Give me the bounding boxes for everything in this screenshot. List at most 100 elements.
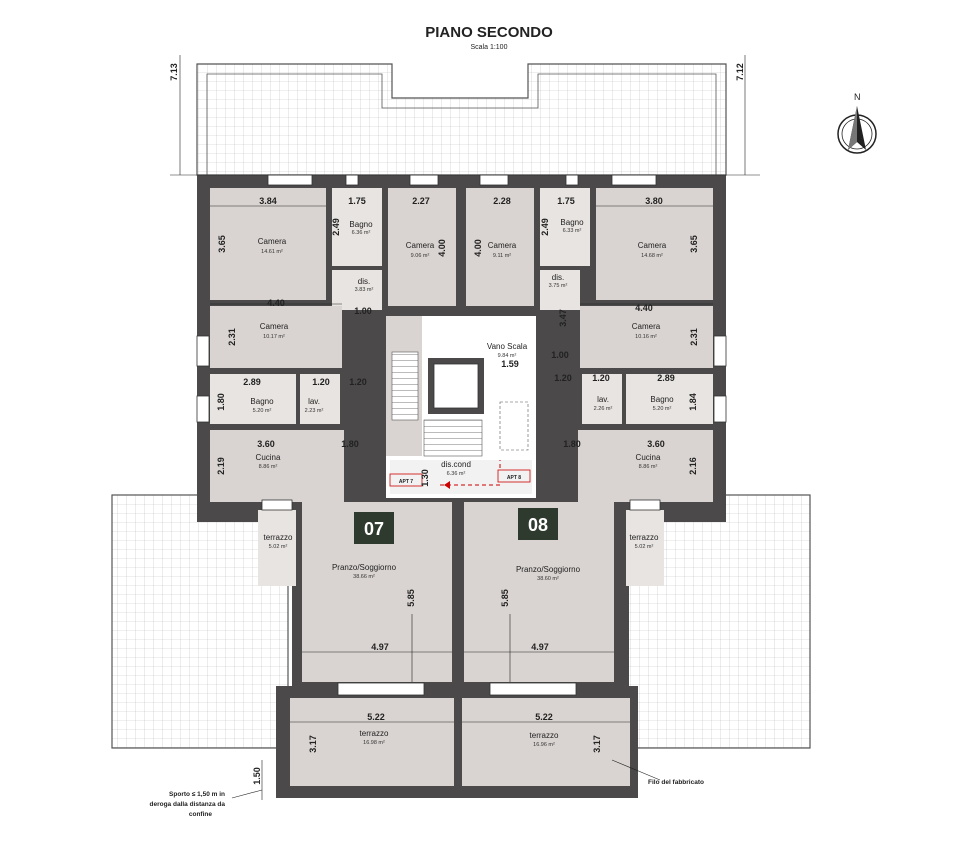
room-pranzo-l: Pranzo/Soggiorno	[332, 563, 397, 572]
room-terrazzo-bl-area: 16.98 m²	[363, 740, 385, 746]
room-bagno-tr-area: 6.33 m²	[563, 228, 582, 234]
roof-top	[196, 63, 727, 176]
dim-1-80a: 1.80	[341, 439, 359, 449]
room-bagno-tl-area: 6.36 m²	[352, 230, 371, 236]
room-camera-tl-area: 14.61 m²	[261, 249, 283, 255]
apt7-number: 07	[364, 519, 384, 539]
room-vano-scala: Vano Scala	[487, 342, 528, 351]
apt8-label: APT 8	[507, 475, 521, 481]
room-cucina-r-area: 8.86 m²	[639, 464, 658, 470]
room-cucina-r: Cucina	[636, 453, 661, 462]
dim-3-65b: 3.65	[689, 235, 699, 253]
dim-4-40b: 4.40	[635, 303, 653, 313]
room-labels: Camera 14.61 m² Bagno 6.36 m² Camera 9.0…	[250, 218, 674, 748]
dim-1-20a: 1.20	[312, 377, 330, 387]
room-camera-tc2: Camera	[488, 241, 517, 250]
dim-1-20b: 1.20	[349, 377, 367, 387]
dimension-lines	[170, 55, 760, 800]
dim-2-16: 2.16	[688, 457, 698, 475]
room-dis-l-area: 3.83 m²	[355, 287, 374, 293]
dim-1-75b: 1.75	[557, 196, 575, 206]
room-pranzo-r: Pranzo/Soggiorno	[516, 565, 581, 574]
room-dis-cond-area: 6.36 m²	[447, 471, 466, 477]
room-cucina-l: Cucina	[256, 453, 281, 462]
note-filo: Filo del fabbricato	[648, 779, 704, 786]
room-terrazzo-r-area: 5.02 m²	[635, 544, 654, 550]
room-pranzo-r-area: 38.60 m²	[537, 576, 559, 582]
dim-3-47: 3.47	[558, 309, 568, 327]
stair-core	[386, 316, 536, 498]
room-camera-tr: Camera	[638, 241, 667, 250]
room-camera-ml-area: 10.17 m²	[263, 334, 285, 340]
apt7-label: APT 7	[399, 479, 413, 485]
dim-1-30: 1.30	[420, 469, 430, 487]
dim-1-59: 1.59	[501, 359, 519, 369]
dim-1-00b: 1.00	[551, 350, 569, 360]
room-camera-tc2-area: 9.11 m²	[493, 253, 511, 259]
dim-4-97b: 4.97	[531, 642, 549, 652]
dim-5-85b: 5.85	[500, 589, 510, 607]
room-camera-mr-area: 10.16 m²	[635, 334, 657, 340]
room-dis-r-area: 3.75 m²	[549, 283, 568, 289]
dim-2-28: 2.28	[493, 196, 511, 206]
apt8-badge: 08	[518, 508, 558, 540]
dim-2-89a: 2.89	[243, 377, 261, 387]
room-camera-tl: Camera	[258, 237, 287, 246]
dim-2-49b: 2.49	[540, 218, 550, 236]
room-lav-r-area: 2.26 m²	[594, 406, 613, 412]
room-camera-tc1: Camera	[406, 241, 435, 250]
dim-2-19: 2.19	[216, 457, 226, 475]
dim-4-00b: 4.00	[473, 239, 483, 257]
north-arrow-icon	[837, 106, 877, 154]
room-bagno-mr: Bagno	[650, 395, 674, 404]
dim-3-60b: 3.60	[647, 439, 665, 449]
dim-1-84: 1.84	[688, 393, 698, 411]
dim-5-85a: 5.85	[406, 589, 416, 607]
dim-1-20d: 1.20	[592, 373, 610, 383]
page-title: PIANO SECONDO	[425, 24, 553, 41]
dim-1-50: 1.50	[252, 767, 262, 785]
dim-2-49a: 2.49	[331, 218, 341, 236]
room-dis-cond: dis.cond	[441, 460, 471, 469]
room-vano-scala-area: 9.84 m²	[498, 353, 517, 359]
dimension-labels: 7.13 7.12 3.84 1.75 2.27 2.28 1.75 3.80 …	[169, 63, 745, 785]
room-camera-ml: Camera	[260, 322, 289, 331]
note-sporto-3: confine	[189, 811, 212, 818]
dim-4-97a: 4.97	[371, 642, 389, 652]
room-bagno-mr-area: 5.20 m²	[653, 406, 672, 412]
dim-5-22a: 5.22	[367, 712, 385, 722]
room-terrazzo-bl: terrazzo	[360, 729, 389, 738]
dim-3-80: 3.80	[645, 196, 663, 206]
dim-5-22b: 5.22	[535, 712, 553, 722]
dim-2-31a: 2.31	[227, 328, 237, 346]
dim-3-84: 3.84	[259, 196, 277, 206]
dim-4-00a: 4.00	[437, 239, 447, 257]
dim-2-31b: 2.31	[689, 328, 699, 346]
room-dis-r: dis.	[552, 273, 564, 282]
room-camera-tc1-area: 9.06 m²	[411, 253, 430, 259]
dim-1-80b: 1.80	[563, 439, 581, 449]
room-camera-mr: Camera	[632, 322, 661, 331]
note-sporto-2: deroga dalla distanza da	[150, 801, 226, 808]
dim-3-17a: 3.17	[308, 735, 318, 753]
room-terrazzo-r: terrazzo	[630, 533, 659, 542]
room-bagno-tl: Bagno	[349, 220, 373, 229]
dim-1-00a: 1.00	[354, 306, 372, 316]
note-sporto-1: Sporto ≤ 1,50 m in	[169, 791, 225, 798]
dim-7-13: 7.13	[169, 63, 179, 81]
dim-4-40a: 4.40	[267, 298, 285, 308]
dim-2-27: 2.27	[412, 196, 430, 206]
room-terrazzo-l: terrazzo	[264, 533, 293, 542]
room-camera-tr-area: 14.68 m²	[641, 253, 663, 259]
room-terrazzo-l-area: 5.02 m²	[269, 544, 288, 550]
room-terrazzo-br: terrazzo	[530, 731, 559, 740]
room-terrazzo-br-area: 16.96 m²	[533, 742, 555, 748]
dim-3-17b: 3.17	[592, 735, 602, 753]
apt8-number: 08	[528, 515, 548, 535]
room-bagno-tr: Bagno	[560, 218, 584, 227]
dim-1-20c: 1.20	[554, 373, 572, 383]
room-lav-r: lav.	[597, 395, 609, 404]
dim-3-60a: 3.60	[257, 439, 275, 449]
room-cucina-l-area: 8.86 m²	[259, 464, 278, 470]
